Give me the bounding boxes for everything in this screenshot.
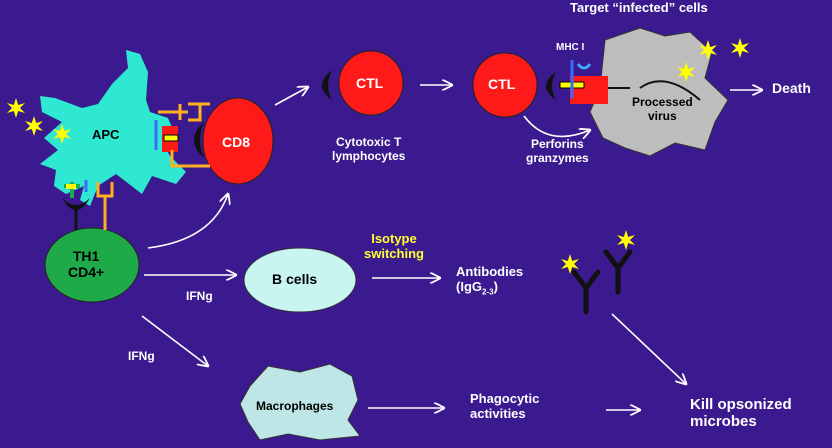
death-label: Death [772, 80, 811, 96]
th1-line1: TH1 [72, 248, 100, 264]
b-cells-label: B cells [272, 271, 318, 287]
apc-th1-tcr [62, 198, 90, 210]
ctl-label-1: CTL [356, 75, 384, 91]
macrophages-shape [239, 363, 361, 441]
mhc-receptor-icon [570, 76, 608, 104]
target-cells-title: Target “infected” cells [570, 0, 708, 15]
kill-line2: microbes [690, 413, 757, 431]
th1-line2: CD4+ [68, 264, 105, 281]
ctl-cell-1 [338, 50, 404, 116]
ifng-label-2: IFNg [128, 349, 155, 363]
ctl-label-2: CTL [488, 76, 516, 92]
b-cells-cell [243, 247, 357, 313]
antibodies-label: Antibodies (IgG2-3) [456, 264, 524, 297]
apc-cd8-yellow-receptor-bottom [170, 150, 210, 168]
phagocytic-label: Phagocytic activities [470, 391, 540, 422]
apc-th1-peptide [66, 184, 76, 189]
kill-line1: Kill opsonized [690, 396, 792, 413]
antibodies-line1: Antibodies [456, 264, 524, 279]
processed-line1: Processed [632, 95, 693, 109]
perforins-line2: granzymes [526, 150, 589, 165]
th1-label: TH1 CD4+ [68, 248, 104, 280]
macrophages-label: Macrophages [256, 399, 334, 413]
apc-peptide [163, 134, 179, 142]
arrow-th1-to-cd8 [147, 194, 228, 249]
perforins-label: Perforins granzymes [526, 137, 589, 166]
ifng-label-1: IFNg [186, 289, 213, 303]
kill-label: Kill opsonized microbes [690, 396, 792, 431]
star-burst-icon [731, 38, 749, 58]
ctl-tcr-icon [546, 72, 556, 100]
perforins-line1: Perforins [531, 137, 584, 151]
apc-cd8-yellow-receptor-top [158, 102, 202, 122]
phagocytic-line2: activities [470, 405, 526, 421]
star-burst-icon [7, 98, 25, 118]
processed-virus-label: Processed virus [632, 95, 693, 124]
cytotoxic-line1: Cytotoxic T [336, 135, 402, 149]
antibodies-prefix: (IgG [456, 278, 482, 294]
antibodies-sub: 2-3 [482, 287, 494, 297]
isotype-label: Isotype switching [364, 231, 424, 262]
antibody-icon-1 [571, 269, 601, 315]
mhc-cup [576, 63, 592, 70]
apc-label: APC [92, 127, 120, 142]
tcr-receptor-icon [194, 122, 204, 158]
th1-cell [44, 227, 140, 303]
mhc-label: MHC I [556, 42, 585, 53]
antibodies-line2: (IgG2-3) [456, 278, 523, 297]
processed-virus-arrow [639, 80, 701, 101]
phagocytic-line1: Phagocytic [470, 391, 540, 406]
isotype-line1: Isotype [371, 231, 417, 246]
arrow-th1-to-macrophages [141, 315, 208, 366]
antibody-icon-2 [603, 249, 633, 295]
apc-cell-shape [40, 50, 186, 206]
ctl-receptor-left [322, 70, 332, 100]
star-burst-icon [25, 116, 43, 136]
antibodies-suffix: ) [493, 278, 498, 294]
isotype-line2: switching [364, 245, 424, 261]
arrow-antibodies-to-kill [611, 313, 686, 384]
apc-th1-yellow-receptor [96, 182, 114, 230]
ctl-cell-2 [472, 52, 538, 118]
cd8-label: CD8 [222, 134, 251, 150]
star-burst-icon [617, 230, 635, 250]
cd8-cell [202, 97, 274, 185]
arrow-perforins [523, 115, 590, 136]
cytotoxic-label: Cytotoxic T lymphocytes [332, 135, 406, 164]
processed-line2: virus [648, 108, 677, 123]
infected-cell-shape [589, 27, 729, 157]
arrow-cd8-to-ctl [274, 87, 308, 106]
cytotoxic-line2: lymphocytes [332, 148, 406, 163]
